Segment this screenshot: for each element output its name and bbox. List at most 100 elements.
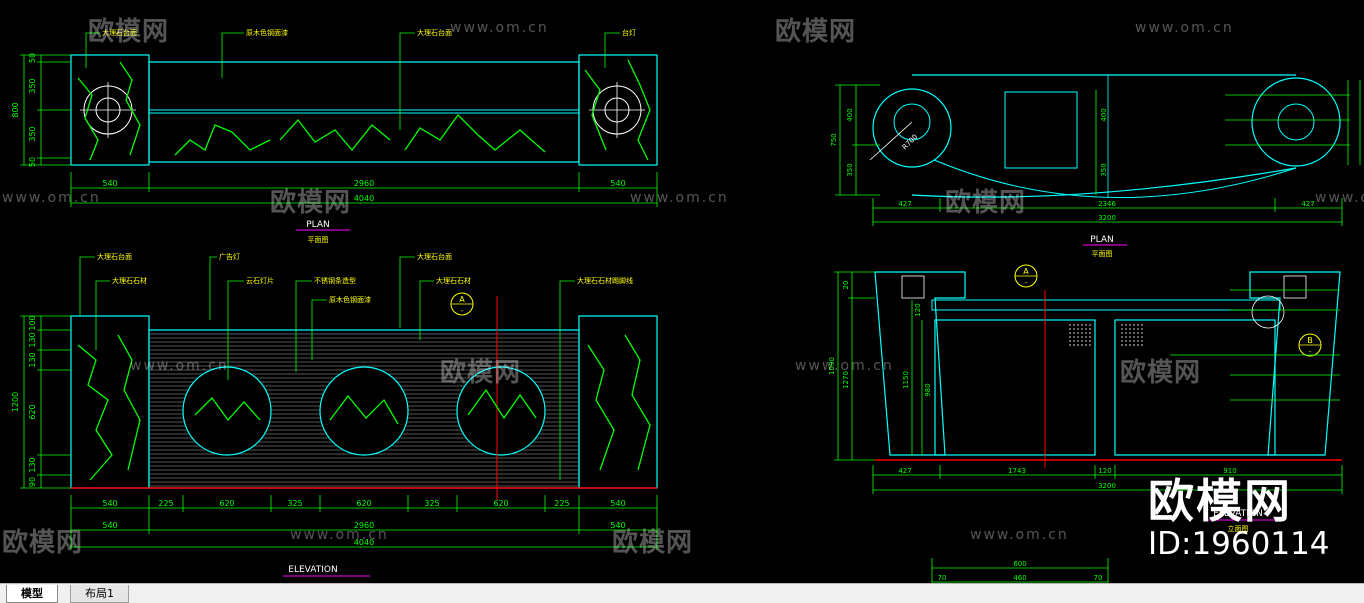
dim-text: 350 <box>28 126 37 141</box>
dim-text: 540 <box>102 499 117 508</box>
grille-dot <box>1077 332 1079 334</box>
grille-dot <box>1129 336 1131 338</box>
grille-dot <box>1069 344 1071 346</box>
grille-dot <box>1129 324 1131 326</box>
dim-text: 400 <box>846 108 854 121</box>
grille-dot <box>1141 340 1143 342</box>
grille-dot <box>1089 324 1091 326</box>
dim-text: 130 <box>28 332 37 347</box>
grille-dot <box>1089 344 1091 346</box>
grille-dot <box>1133 332 1135 334</box>
grille-dot <box>1137 328 1139 330</box>
plan-left-labels: 大理石台面 原木色钢面漆 大理石台面 台灯 <box>102 28 636 37</box>
dim-text: 225 <box>554 499 569 508</box>
grille-dot <box>1141 332 1143 334</box>
dim-text: 90 <box>28 477 37 487</box>
grille-dot <box>1141 324 1143 326</box>
dim-text: 400 <box>1100 108 1108 121</box>
dim-text: 1090 <box>828 357 836 375</box>
grille-dot <box>1133 344 1135 346</box>
dim-text: 460 <box>1013 574 1026 582</box>
elevation-left-title: ELEVATION <box>288 565 337 575</box>
monitor-block <box>1004 91 1078 169</box>
dim-text: 350 <box>1100 163 1108 176</box>
plan-left-subtitle: 平面图 <box>308 236 329 244</box>
dim-text: 620 <box>356 499 371 508</box>
dim-text: 325 <box>287 499 302 508</box>
grille-dot <box>1085 340 1087 342</box>
light-disc <box>456 366 546 456</box>
grille-dot <box>1137 324 1139 326</box>
cad-drawing-canvas[interactable]: 540 2960 540 4040 50 350 350 50 800 大理石台… <box>0 0 1364 583</box>
grille-dot <box>1125 344 1127 346</box>
plan-left-dimensions <box>20 54 658 207</box>
grille-dot <box>1077 328 1079 330</box>
grille-dot <box>1133 336 1135 338</box>
grille-dot <box>1125 324 1127 326</box>
material-label: 广告灯 <box>219 252 240 261</box>
grille-dot <box>1081 332 1083 334</box>
light-disc <box>182 366 272 456</box>
dim-text: 540 <box>102 521 117 530</box>
dim-text: 2346 <box>1098 200 1116 208</box>
dim-text: 427 <box>1301 200 1314 208</box>
tab-model[interactable]: 模型 <box>6 585 58 603</box>
grille-dot <box>1129 344 1131 346</box>
dim-text: 20 <box>842 281 850 290</box>
dim-text: 540 <box>610 521 625 530</box>
grille-dot <box>1073 340 1075 342</box>
counter-front-curve <box>911 149 1297 199</box>
grille-dot <box>1133 324 1135 326</box>
section-number: - <box>1309 348 1312 356</box>
grille-dot <box>1129 340 1131 342</box>
material-label: 台灯 <box>622 28 636 37</box>
grille-dot <box>1085 344 1087 346</box>
marble-veins <box>77 59 651 161</box>
front-panel-right <box>1114 319 1276 456</box>
end-round-left <box>872 88 952 168</box>
dim-text: 130 <box>28 457 37 472</box>
grille-dot <box>1085 336 1087 338</box>
dim-text: 100 <box>28 315 37 330</box>
grille-dot <box>1137 336 1139 338</box>
grille-dot <box>1137 340 1139 342</box>
tab-layout1[interactable]: 布局1 <box>70 585 129 603</box>
dim-text: 800 <box>11 102 20 117</box>
grille-dot <box>1073 336 1075 338</box>
grille-dot <box>1077 324 1079 326</box>
grille-dot <box>1141 328 1143 330</box>
grille-dot <box>1089 336 1091 338</box>
grille-dot <box>1121 324 1123 326</box>
dim-text: 120 <box>914 303 922 316</box>
section-number: - <box>461 307 464 315</box>
end-round-right <box>1251 77 1341 167</box>
dim-text: 4040 <box>354 194 374 203</box>
dim-text: 427 <box>898 467 911 475</box>
grille-dot <box>1081 324 1083 326</box>
grille-dot <box>1077 336 1079 338</box>
dim-text: 50 <box>28 53 37 63</box>
grille-dot <box>1089 332 1091 334</box>
material-label: 原木色钢面漆 <box>329 295 371 304</box>
plan-left-title: PLAN <box>306 220 330 230</box>
dim-text: 620 <box>493 499 508 508</box>
material-label: 大理石石材 <box>436 276 471 285</box>
grille-dot <box>1073 344 1075 346</box>
material-label: 大理石石材踢脚线 <box>577 276 633 285</box>
elevation-left-leaders <box>79 256 575 480</box>
elevation-left-dim-text: 540 225 620 325 620 325 620 225 540 540 … <box>11 315 626 547</box>
plan-right-title: PLAN <box>1090 235 1114 245</box>
dim-text: 1150 <box>902 371 910 389</box>
speaker-grille <box>1069 324 1143 346</box>
material-label: 大理石台面 <box>97 252 132 261</box>
dim-text: 4040 <box>354 538 374 547</box>
dim-text: 540 <box>610 179 625 188</box>
plan-right-drawing: R700 427 2346 427 3200 400 350 <box>830 74 1361 258</box>
grille-dot <box>1069 324 1071 326</box>
dim-text: 3200 <box>1098 482 1116 490</box>
grille-dot <box>1133 328 1135 330</box>
grille-dot <box>1125 340 1127 342</box>
grille-dot <box>1085 332 1087 334</box>
light-disc <box>319 366 409 456</box>
material-label: 云石灯片 <box>246 276 274 285</box>
